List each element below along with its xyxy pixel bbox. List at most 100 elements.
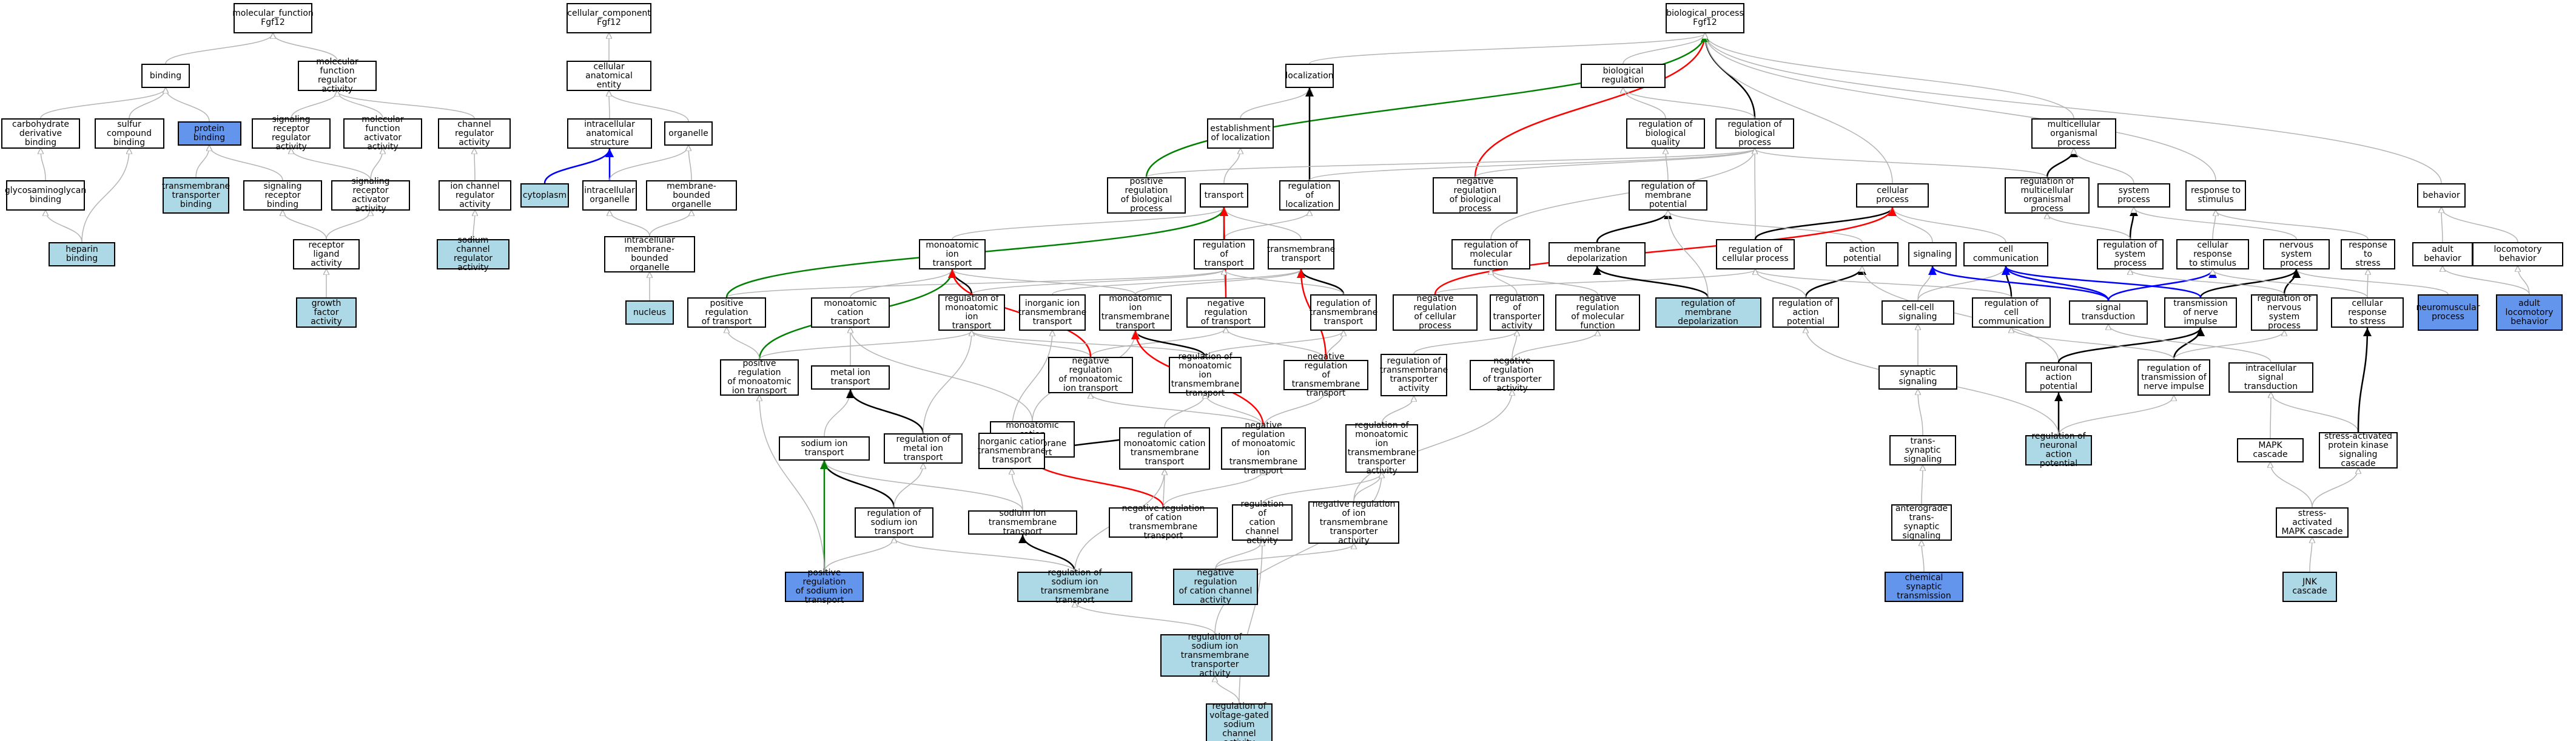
go-term-node-icatt[interactable]: inorganic cation transmembrane transport [978,433,1046,469]
go-term-node-regnat[interactable]: regulation of sodium ion transport [855,507,933,538]
go-term-node-negregcp[interactable]: negative regulation of cellular process [1393,294,1478,331]
go-term-node-behavior[interactable]: behavior [2417,183,2466,208]
go-term-node-mact[interactable]: monoatomic cation transport [811,297,890,328]
go-term-node-intrasig[interactable]: intracellular signal transduction [2228,362,2313,393]
go-term-node-mfact[interactable]: molecular function activator activity [343,115,422,152]
go-term-node-signaling[interactable]: signaling [1908,242,1957,266]
go-term-node-regtmtransport[interactable]: regulation of transmembrane transport [1310,294,1377,331]
go-term-node-regnsp[interactable]: regulation of nervous system process [2251,294,2318,331]
go-term-node-regtmtransact[interactable]: regulation of transmembrane transporter … [1380,354,1448,396]
go-term-node-respstress[interactable]: response to stress [2341,239,2395,269]
go-term-node-cellcellsig[interactable]: cell-cell signaling [1882,300,1954,325]
go-term-node-transsyn[interactable]: trans-synaptic signaling [1889,435,1956,465]
go-term-node-regvgnach[interactable]: regulation of voltage-gated sodium chann… [1206,702,1273,741]
go-term-node-chanreg[interactable]: channel regulator activity [438,118,511,149]
go-term-node-negregcatch[interactable]: negative regulation of cation channel ac… [1173,569,1258,605]
go-term-node-organelle[interactable]: organelle [664,121,713,146]
go-term-node-memdep[interactable]: membrane depolarization [1549,242,1646,266]
go-term-node-sigrecact[interactable]: signaling receptor activator activity [331,177,410,214]
go-term-node-natt[interactable]: sodium ion transmembrane transport [968,509,1077,536]
go-term-node-negregtransact[interactable]: negative regulation of transporter activ… [1470,357,1555,393]
go-term-node-posregtransport[interactable]: positive regulation of transport [687,297,766,328]
go-term-node-regtransact[interactable]: regulation of transporter activity [1490,294,1544,331]
go-term-node-iitt[interactable]: inorganic ion transmembrane transport [1018,294,1086,331]
go-term-node-jnk[interactable]: JNK cascade [2282,572,2337,602]
go-term-node-regsysproc[interactable]: regulation of system process [2097,239,2164,269]
go-term-node-gag[interactable]: glycosaminoglycan binding [5,180,86,211]
go-term-node-heparin[interactable]: heparin binding [49,242,115,266]
go-term-node-regmf[interactable]: regulation of molecular function [1451,239,1530,269]
go-term-node-posregnat[interactable]: positive regulation of sodium ion transp… [785,569,864,605]
go-term-node-biolreg[interactable]: biological regulation [1581,64,1666,88]
go-term-node-regcellcomm[interactable]: regulation of cell communication [1972,297,2051,328]
go-term-node-regbp[interactable]: regulation of biological process [1715,118,1794,149]
go-term-node-cae[interactable]: cellular anatomical entity [567,61,651,91]
go-term-node-regmetalion[interactable]: regulation of metal ion transport [884,433,963,464]
go-term-node-negregcatt[interactable]: negative regulation of cation transmembr… [1109,504,1218,541]
go-term-node-adultbeh[interactable]: adult behavior [2412,242,2473,266]
go-term-node-mf[interactable]: molecular_function Fgf12 [232,3,314,33]
go-term-node-estloc[interactable]: establishment of localization [1207,118,1274,149]
go-term-node-recligand[interactable]: receptor ligand activity [293,239,360,269]
go-term-node-samapk[interactable]: stress-activated protein kinase signalin… [2319,432,2398,469]
go-term-node-locbeh[interactable]: locomotory behavior [2472,242,2563,266]
go-term-node-ias[interactable]: intracellular anatomical structure [567,118,652,149]
go-term-node-mborg[interactable]: membrane-bounded organelle [646,180,737,211]
go-term-node-regmaittact[interactable]: regulation of monoatomic ion transmembra… [1345,421,1418,476]
go-term-node-metaliontransport[interactable]: metal ion transport [811,365,890,390]
go-term-node-carb[interactable]: carbohydrate derivative binding [1,118,80,149]
go-term-node-regmp[interactable]: regulation of membrane potential [1629,180,1707,211]
go-term-node-cellrespstim[interactable]: cellular response to stimulus [2176,239,2249,269]
go-term-node-regap[interactable]: regulation of action potential [1772,297,1839,328]
go-term-node-sigrecbind[interactable]: signaling receptor binding [243,180,322,211]
go-term-node-intorg[interactable]: intracellular organelle [582,180,637,211]
go-term-node-cellcomm[interactable]: cell communication [1963,242,2048,266]
go-term-node-cellproc[interactable]: cellular process [1856,183,1929,208]
go-term-node-nucleus[interactable]: nucleus [625,300,674,325]
go-term-node-nachreg[interactable]: sodium channel regulator activity [437,236,509,272]
go-term-node-regtransnerve[interactable]: regulation of transmission of nerve impu… [2137,359,2210,396]
go-term-node-negregbp[interactable]: negative regulation of biological proces… [1433,177,1518,214]
go-term-node-regmcop[interactable]: regulation of multicellular organismal p… [2005,177,2090,214]
go-term-node-mapk[interactable]: MAPK cascade [2237,438,2304,462]
go-term-node-negregmf[interactable]: negative regulation of molecular functio… [1555,294,1640,331]
go-term-node-protbind[interactable]: protein binding [177,121,241,146]
go-term-node-regcatch[interactable]: regulation of cation channel activity [1232,499,1293,545]
go-term-node-regnatt[interactable]: regulation of sodium ion transmembrane t… [1017,569,1132,605]
go-term-node-samapk2[interactable]: stress-activated MAPK cascade [2276,507,2349,538]
go-term-node-regmemdep[interactable]: regulation of membrane depolarization [1655,297,1761,328]
go-term-node-antero[interactable]: anterograde trans-synaptic signaling [1891,504,1952,541]
go-term-node-tmtb[interactable]: transmembrane transporter binding [162,177,230,214]
go-term-node-adultloc[interactable]: adult locomotory behavior [2496,294,2563,331]
go-term-node-localization[interactable]: localization [1285,64,1334,88]
go-term-node-chemsyn[interactable]: chemical synaptic transmission [1885,572,1963,602]
go-term-node-sigtrans[interactable]: signal transduction [2069,300,2148,325]
go-term-node-regloc[interactable]: regulation of localization [1279,180,1340,211]
go-term-node-cytoplasm[interactable]: cytoplasm [520,183,569,208]
go-term-node-maitt[interactable]: monoatomic ion transmembrane transport [1099,294,1172,331]
go-term-node-regnap[interactable]: regulation of neuronal action potential [2025,432,2092,469]
go-term-node-nsp[interactable]: nervous system process [2263,239,2330,269]
go-term-node-mfreg[interactable]: molecular function regulator activity [298,58,377,94]
go-term-node-regbq[interactable]: regulation of biological quality [1626,118,1705,149]
go-term-node-negregmaitt[interactable]: negative regulation of monoatomic ion tr… [1221,421,1306,476]
go-term-node-negregittact[interactable]: negative regulation of ion transmembrane… [1308,499,1399,545]
go-term-node-negregtmt[interactable]: negative regulation of transmembrane tra… [1283,352,1368,398]
go-term-node-mcop[interactable]: multicellular organismal process [2031,118,2116,149]
go-term-node-nat[interactable]: sodium ion transport [779,436,870,461]
go-term-node-regmaitt[interactable]: regulation of monoatomic ion transmembra… [1169,352,1242,398]
go-term-node-respstim[interactable]: response to stimulus [2185,180,2246,211]
go-term-node-cellrespstress[interactable]: cellular response to stress [2331,297,2404,328]
go-term-node-bp[interactable]: biological_process Fgf12 [1666,3,1744,33]
go-term-node-transnerve[interactable]: transmission of nerve impulse [2164,297,2237,328]
go-term-node-posregmait[interactable]: positive regulation of monoatomic ion tr… [720,359,799,396]
go-term-node-synsig[interactable]: synaptic signaling [1878,365,1957,390]
go-term-node-cc[interactable]: cellular_component Fgf12 [567,3,651,33]
go-term-node-mait[interactable]: monoatomic ion transport [919,239,986,269]
go-term-node-posregbp[interactable]: positive regulation of biological proces… [1107,177,1186,214]
go-term-node-regmacatt[interactable]: regulation of monoatomic cation transmem… [1119,427,1210,470]
go-term-node-tmtransport[interactable]: transmembrane transport [1267,239,1335,269]
go-term-node-binding[interactable]: binding [141,64,190,88]
go-term-node-imbo[interactable]: intracellular membrane-bounded organelle [604,236,695,272]
go-term-node-sysproc[interactable]: system process [2097,183,2170,208]
